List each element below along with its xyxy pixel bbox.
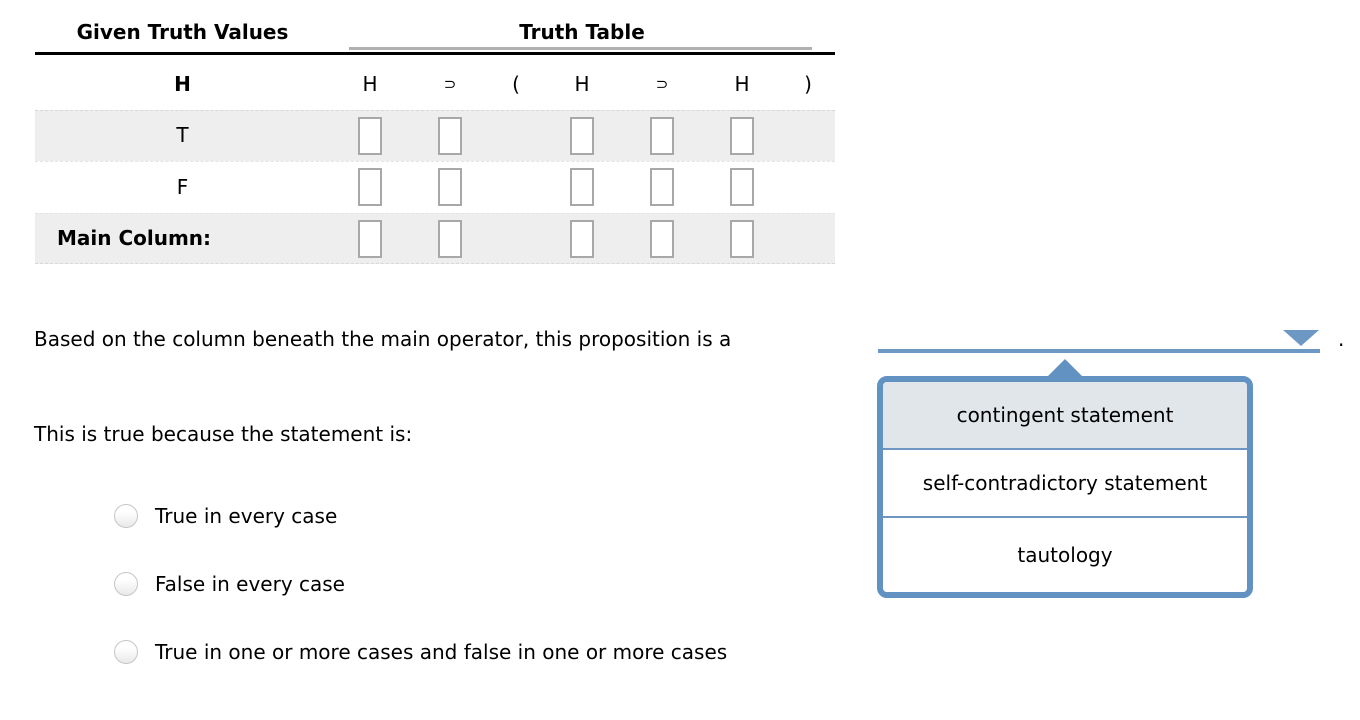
formula-token-2-horseshoe: ⊃	[443, 75, 457, 93]
given-truth-values-header: Given Truth Values	[76, 20, 289, 44]
formula-token-6: H	[734, 72, 750, 96]
truth-value-input[interactable]	[438, 168, 462, 206]
truth-value-input[interactable]	[650, 117, 674, 155]
row-label-t: T	[176, 123, 189, 147]
radio-option-true-and-false-cases[interactable]: True in one or more cases and false in o…	[114, 640, 727, 664]
truth-table-header-underline	[349, 47, 812, 50]
followup-text: This is true because the statement is:	[34, 422, 413, 446]
truth-value-input[interactable]	[570, 220, 594, 258]
dropdown-option-contingent-statement[interactable]: contingent statement	[883, 382, 1247, 450]
answer-select[interactable]	[878, 326, 1320, 353]
formula-token-5-horseshoe: ⊃	[655, 75, 669, 93]
row-f-background	[35, 161, 835, 213]
question-text: Based on the column beneath the main ope…	[34, 327, 732, 351]
radio-label: True in one or more cases and false in o…	[155, 640, 728, 664]
main-column-label: Main Column:	[57, 226, 212, 250]
radio-option-true-every-case[interactable]: True in every case	[114, 504, 337, 528]
truth-value-input[interactable]	[650, 220, 674, 258]
truth-value-input[interactable]	[570, 168, 594, 206]
radio-label: True in every case	[155, 504, 338, 528]
radio-button[interactable]	[114, 504, 138, 528]
variable-header: H	[174, 72, 191, 96]
truth-value-input[interactable]	[438, 117, 462, 155]
truth-value-input[interactable]	[730, 220, 754, 258]
radio-label: False in every case	[155, 572, 345, 596]
formula-token-7: )	[804, 72, 812, 96]
truth-value-input[interactable]	[358, 168, 382, 206]
truth-value-input[interactable]	[570, 117, 594, 155]
dropdown-caret-icon	[1047, 359, 1083, 377]
dropdown-menu: contingent statement self-contradictory …	[877, 376, 1253, 598]
truth-value-input[interactable]	[730, 117, 754, 155]
radio-button[interactable]	[114, 640, 138, 664]
truth-value-input[interactable]	[438, 220, 462, 258]
row-label-f: F	[176, 175, 189, 199]
radio-option-false-every-case[interactable]: False in every case	[114, 572, 345, 596]
dropdown-option-self-contradictory-statement[interactable]: self-contradictory statement	[883, 450, 1247, 518]
formula-token-4: H	[574, 72, 590, 96]
formula-token-1: H	[362, 72, 378, 96]
truth-value-input[interactable]	[358, 220, 382, 258]
truth-table-header: Truth Table	[519, 20, 645, 44]
row-main-background	[35, 213, 835, 264]
truth-value-input[interactable]	[358, 117, 382, 155]
dropdown-option-tautology[interactable]: tautology	[883, 518, 1247, 592]
radio-button[interactable]	[114, 572, 138, 596]
truth-value-input[interactable]	[650, 168, 674, 206]
formula-token-3: (	[512, 72, 520, 96]
dropdown-arrow-icon	[1283, 330, 1319, 346]
truth-value-input[interactable]	[730, 168, 754, 206]
sentence-period: .	[1338, 327, 1345, 351]
table-header-rule	[35, 52, 835, 55]
row-t-background	[35, 110, 835, 161]
select-underline	[878, 349, 1320, 353]
